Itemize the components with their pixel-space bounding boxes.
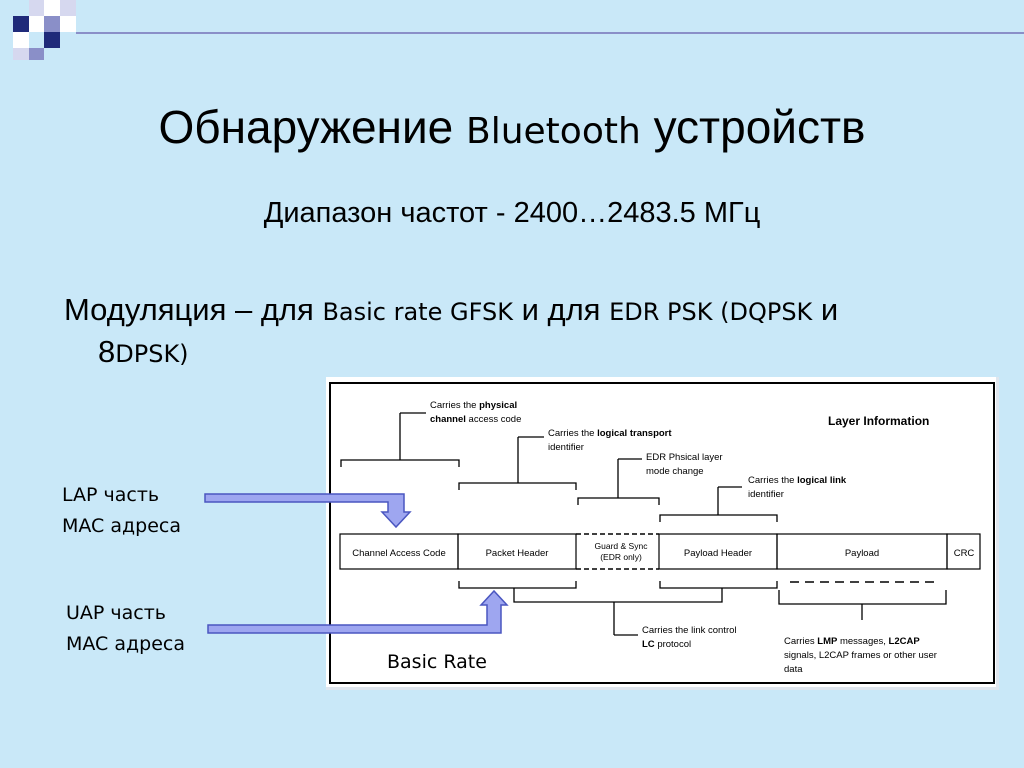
page-title: Обнаружение Bluetooth устройств (158, 101, 866, 153)
corner-square (44, 0, 60, 16)
annotation-lmp-line3: data (784, 664, 803, 675)
annotation-lmp: Carries LMP messages, L2CAP (784, 636, 920, 647)
field-label-guard: Guard & Sync (595, 541, 649, 551)
field-label-edr-only: (EDR only) (600, 552, 642, 562)
layer-information-label: Layer Information (828, 414, 929, 428)
annotation-transport-line2: identifier (548, 442, 584, 453)
bottom-brackets (458, 581, 947, 636)
field-label-crc: CRC (954, 548, 975, 559)
bracket-link-control (513, 588, 723, 603)
annotation-transport: Carries the logical transport (548, 428, 672, 439)
corner-square (13, 32, 29, 48)
lap-note: LAP часть MAC адреса (62, 484, 181, 537)
corner-square (44, 32, 60, 48)
diagram-frame (329, 382, 995, 684)
uap-note: UAP часть MAC адреса (66, 602, 185, 655)
field-packet-header (457, 533, 577, 570)
corner-square (29, 16, 44, 32)
annotation-lmp-line2: signals, L2CAP frames or other user (784, 650, 937, 661)
corner-square (13, 16, 29, 32)
annotation-physical-line2: channel access code (430, 414, 521, 425)
field-label-packet-header: Packet Header (486, 548, 549, 559)
modulation-text: Модуляция – для Basic rate GFSK и для ED… (64, 292, 839, 369)
basic-rate-label: Basic Rate (387, 651, 487, 673)
annotation-link: Carries the logical link (748, 475, 847, 486)
annotation-link-control: Carries the link control (642, 625, 737, 636)
bracket-access-code (340, 459, 460, 467)
annotation-physical: Carries the physical (430, 400, 517, 411)
field-label-payload-header: Payload Header (684, 548, 752, 559)
bracket-packet-header (458, 482, 577, 490)
corner-square (13, 48, 29, 60)
field-label-access-code: Channel Access Code (352, 548, 445, 559)
packet-format-svg: Channel Access Code Packet Header Guard … (329, 382, 995, 684)
bracket-guard (577, 497, 660, 505)
top-brackets (340, 412, 778, 522)
annotation-link-line2: identifier (748, 489, 784, 500)
corner-square (44, 16, 60, 32)
field-crc (946, 533, 981, 570)
frequency-range: Диапазон частот - 2400…2483.5 МГц (263, 197, 761, 229)
corner-square (29, 48, 44, 60)
bracket-payload-bottom (778, 590, 947, 605)
field-label-payload: Payload (845, 548, 879, 559)
annotation-edr-line2: mode change (646, 466, 704, 477)
corner-square (60, 0, 76, 16)
corner-square (60, 16, 76, 32)
bracket-payload-header-bottom (659, 581, 778, 589)
bracket-header-bottom (458, 581, 577, 589)
packet-format-diagram: Channel Access Code Packet Header Guard … (326, 377, 999, 690)
corner-rule (76, 32, 1024, 34)
bracket-payload-header (659, 514, 778, 522)
corner-square (29, 0, 44, 16)
annotation-link-control-line2: LC protocol (642, 639, 691, 650)
annotation-edr: EDR Phsical layer (646, 452, 723, 463)
